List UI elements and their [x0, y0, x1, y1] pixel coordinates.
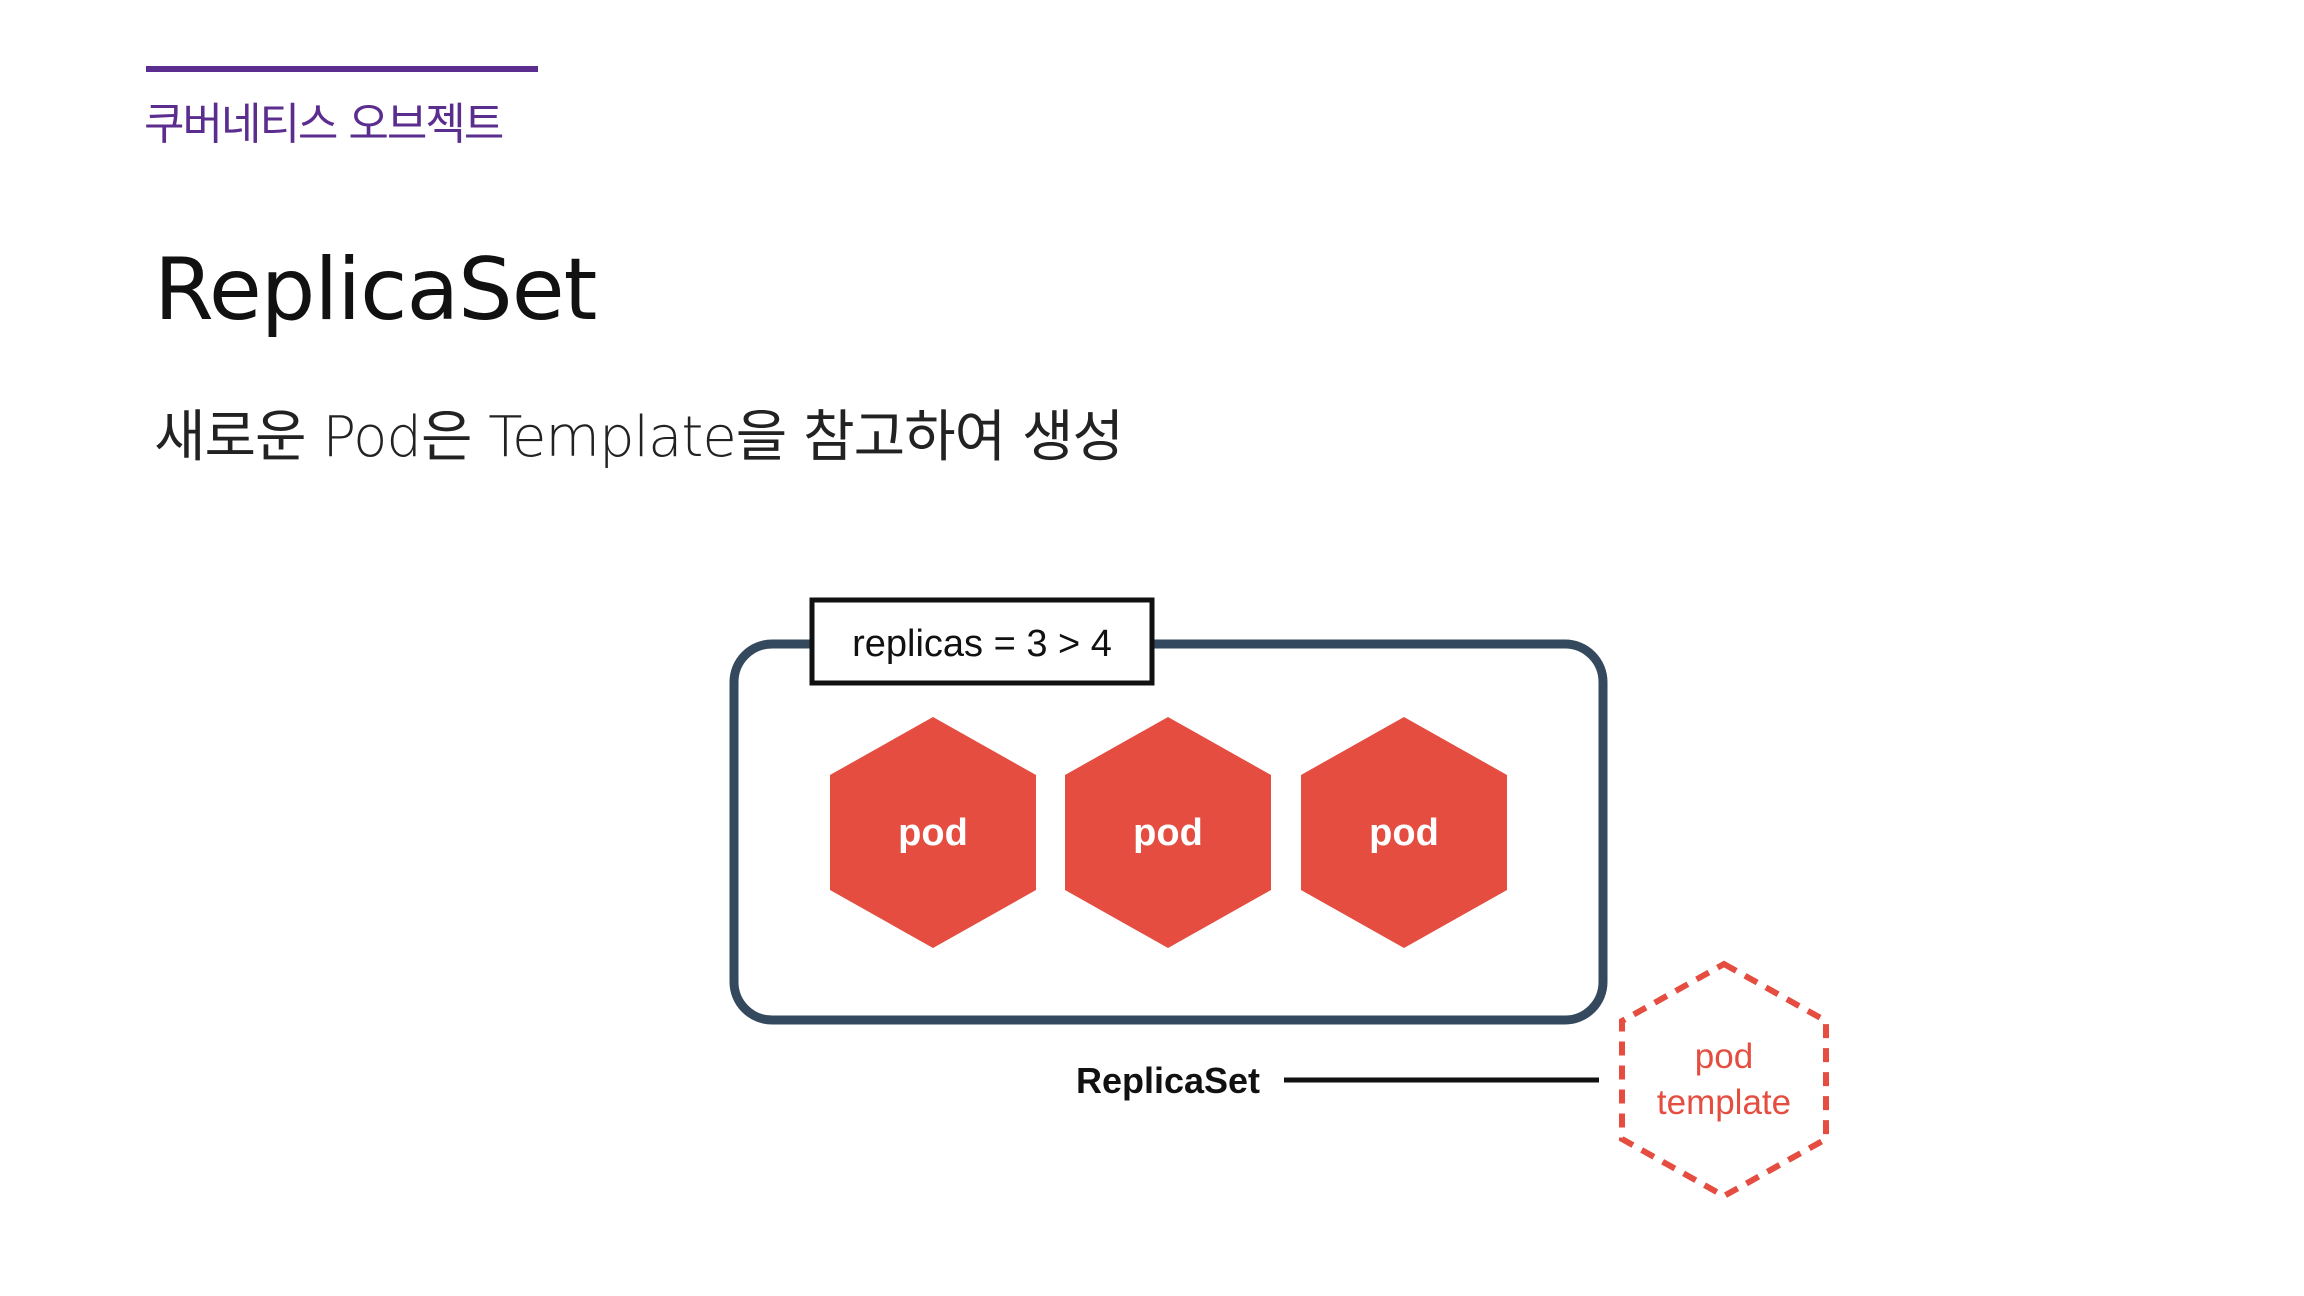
pod-hexagon-3: pod	[1301, 717, 1507, 948]
template-label-line1: pod	[1695, 1037, 1753, 1076]
pod-label: pod	[1133, 812, 1203, 854]
replicas-label: replicas = 3 > 4	[852, 623, 1112, 665]
pod-label: pod	[1369, 812, 1439, 854]
section-label: 쿠버네티스 오브젝트	[144, 99, 504, 150]
pod-hexagon-1: pod	[830, 717, 1036, 948]
replicaset-label: ReplicaSet	[1076, 1060, 1260, 1101]
replicaset-box	[729, 639, 1608, 1025]
pod-hexagon-2: pod	[1065, 717, 1271, 948]
section-accent-line	[146, 66, 538, 72]
pod-label: pod	[898, 812, 968, 854]
page-title: ReplicaSet	[154, 240, 597, 340]
replicas-label-box	[809, 597, 1155, 686]
template-label-line2: template	[1657, 1083, 1791, 1122]
pod-template-hexagon: pod template	[1619, 960, 1829, 1200]
page-subtitle: 새로운 Pod은 Template을 참고하여 생성	[154, 405, 1124, 470]
